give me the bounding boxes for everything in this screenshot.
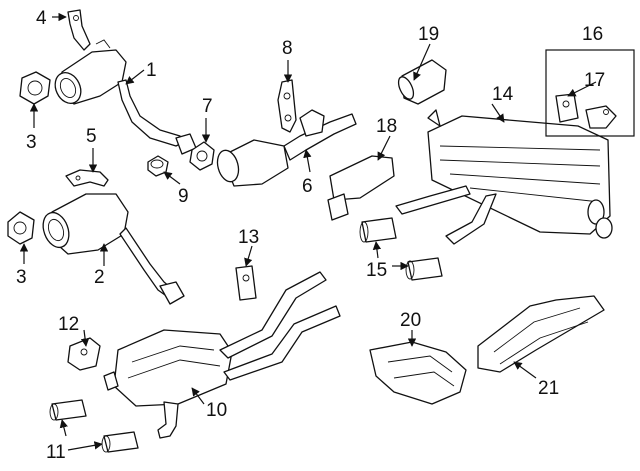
part-18-resonator	[327, 155, 395, 221]
callout-20: 20	[400, 310, 421, 331]
callout-17: 17	[584, 70, 605, 91]
part-20-heat-shield	[369, 341, 467, 405]
callout-labels: 1 2 3 3 4 5 6 7 8 9 10 11 12 13 14 15 16…	[16, 8, 605, 463]
callout-15: 15	[366, 260, 387, 281]
part-8-bracket	[277, 79, 297, 133]
part-19-exhaust-tip	[397, 59, 447, 105]
callout-3-lower: 3	[16, 267, 27, 288]
part-13-rubber-mount	[235, 265, 257, 301]
inset-16-hanger-kit	[545, 49, 635, 137]
part-2-catalytic-converter	[42, 193, 185, 305]
part-17-hanger	[555, 93, 579, 123]
part-21-heat-shield	[477, 295, 605, 373]
part-6-catalytic-converter	[216, 109, 357, 187]
part-5-bracket	[65, 169, 109, 187]
part-12-bracket	[67, 337, 101, 371]
callout-6: 6	[302, 176, 313, 197]
callout-19: 19	[418, 24, 439, 45]
callout-4: 4	[36, 8, 47, 29]
part-11-clamps	[49, 399, 139, 453]
callout-13: 13	[238, 227, 259, 248]
part-10-center-muffler	[103, 271, 341, 439]
leader-lines	[19, 12, 597, 451]
callout-3-upper: 3	[26, 132, 37, 153]
callout-16: 16	[582, 24, 603, 45]
callout-5: 5	[86, 126, 97, 147]
part-15-clamps	[359, 217, 443, 281]
part-3-gasket-lower	[7, 211, 35, 245]
callout-14: 14	[492, 84, 514, 105]
callout-21: 21	[538, 378, 559, 399]
callout-9: 9	[178, 186, 189, 207]
callout-10: 10	[206, 400, 227, 421]
callout-1: 1	[146, 60, 157, 81]
callout-11: 11	[46, 442, 66, 463]
callout-8: 8	[282, 38, 293, 59]
part-4-bracket	[67, 9, 91, 51]
callout-7: 7	[202, 96, 213, 117]
part-14-rear-muffler	[395, 109, 613, 245]
callout-18: 18	[376, 116, 397, 137]
part-1-catalytic-converter	[54, 39, 197, 155]
callout-12: 12	[58, 314, 79, 335]
callout-2: 2	[94, 267, 105, 288]
part-3-gasket-upper	[19, 71, 51, 105]
